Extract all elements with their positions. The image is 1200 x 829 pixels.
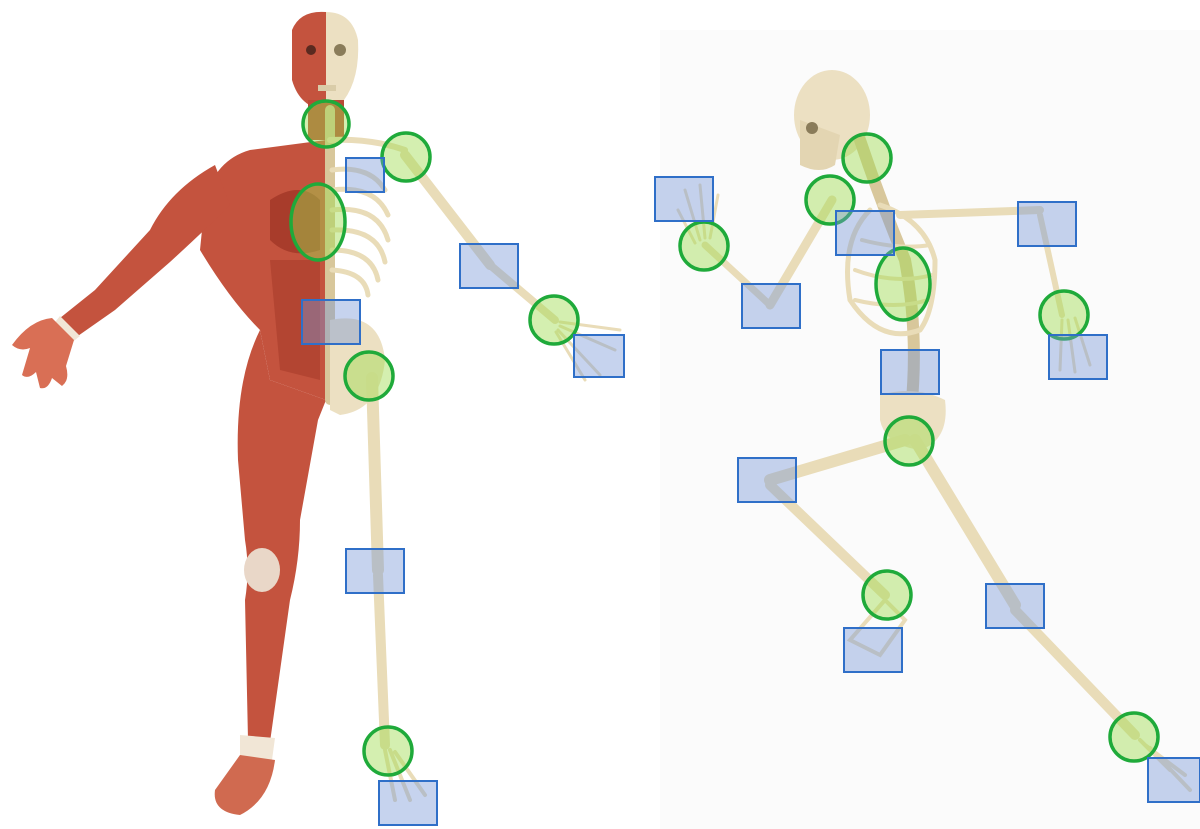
joint-circle-wrist-right xyxy=(1040,291,1088,339)
joint-circle-ankle-back xyxy=(863,571,911,619)
joint-circle-ankle xyxy=(364,727,412,775)
muscle-arm xyxy=(12,165,230,388)
joint-box-foot-back xyxy=(844,628,902,672)
joint-circle-wrist xyxy=(530,296,578,344)
skeleton-half xyxy=(330,110,620,800)
joint-circle-ankle-front xyxy=(1110,713,1158,761)
joint-box-elbow-right xyxy=(1018,202,1076,246)
joint-circle-wrist-left xyxy=(680,222,728,270)
joint-box-elbow-left xyxy=(742,284,800,328)
joint-box-lumbar xyxy=(881,350,939,394)
muscle-leg xyxy=(215,330,326,815)
joint-circle-chest xyxy=(291,184,345,260)
head xyxy=(292,12,358,110)
joint-box-hand xyxy=(574,335,624,377)
skeleton-figure-running xyxy=(678,70,1190,790)
joint-annotations-left xyxy=(291,101,624,825)
joint-box-foot-front xyxy=(1148,758,1200,802)
joint-box-knee-back xyxy=(738,458,796,502)
joint-circle-hip xyxy=(345,352,393,400)
joint-box-elbow xyxy=(460,244,518,288)
joint-circle-shoulder xyxy=(382,133,430,181)
joint-box-hand-right xyxy=(1049,335,1107,379)
joint-box-knee xyxy=(346,549,404,593)
joint-box-foot xyxy=(379,781,437,825)
joint-box-shoulder-socket xyxy=(836,211,894,255)
joint-box-shoulder-socket xyxy=(346,158,384,192)
joint-box-hand-left xyxy=(655,177,713,221)
joint-box-lumbar xyxy=(302,300,360,344)
joint-circle-neck xyxy=(303,101,349,147)
joint-box-knee-front xyxy=(986,584,1044,628)
joint-circle-hip xyxy=(885,417,933,465)
joint-circle-neck xyxy=(843,134,891,182)
joint-circle-spine xyxy=(876,248,930,320)
